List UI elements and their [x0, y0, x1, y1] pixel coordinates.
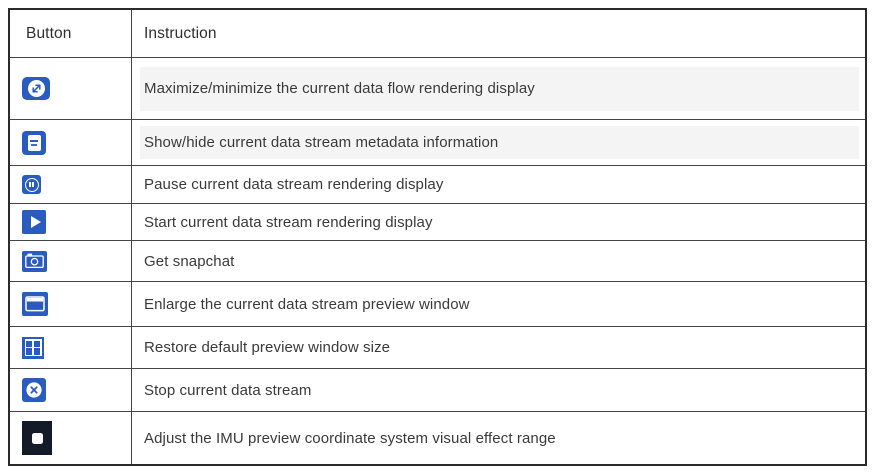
instruction-text: Start current data stream rendering disp…	[144, 213, 433, 231]
table-row: Start current data stream rendering disp…	[10, 204, 865, 241]
table-row: Restore default preview window size	[10, 327, 865, 369]
table-row: Adjust the IMU preview coordinate system…	[10, 412, 865, 464]
instruction-text: Restore default preview window size	[144, 339, 391, 356]
grid-icon	[22, 336, 44, 359]
expand-icon-circle	[27, 80, 45, 97]
pause-icon-ring	[24, 177, 39, 192]
instruction-cell: Pause current data stream rendering disp…	[132, 166, 865, 203]
expand-icon	[22, 77, 50, 100]
button-cell	[10, 369, 132, 411]
imu-range-icon	[22, 421, 52, 455]
instruction-cell: Enlarge the current data stream preview …	[132, 282, 865, 326]
instruction-cell: Show/hide current data stream metadata i…	[132, 120, 865, 165]
button-cell	[10, 282, 132, 326]
highlight-band: Maximize/minimize the current data flow …	[140, 66, 859, 111]
pause-icon	[22, 175, 41, 194]
stop-icon	[22, 378, 46, 402]
header-cell-instruction: Instruction	[132, 10, 865, 57]
table-row: Pause current data stream rendering disp…	[10, 166, 865, 204]
header-cell-button: Button	[10, 10, 132, 57]
instruction-text: Enlarge the current data stream preview …	[144, 295, 470, 313]
instruction-text: Adjust the IMU preview coordinate system…	[144, 429, 556, 447]
instruction-text: Stop current data stream	[144, 381, 312, 399]
instruction-cell: Stop current data stream	[132, 369, 865, 411]
button-cell	[10, 327, 132, 368]
instruction-cell: Maximize/minimize the current data flow …	[132, 58, 865, 119]
instruction-cell: Restore default preview window size	[132, 327, 865, 368]
instruction-text: Pause current data stream rendering disp…	[144, 176, 444, 193]
instruction-text: Show/hide current data stream metadata i…	[144, 134, 499, 151]
table-row: Stop current data stream	[10, 369, 865, 412]
imu-slider-knob	[32, 432, 43, 444]
camera-icon	[22, 250, 47, 272]
button-cell	[10, 204, 132, 240]
instruction-cell: Get snapchat	[132, 241, 865, 281]
table-row: Show/hide current data stream metadata i…	[10, 120, 865, 166]
grid-icon-frame	[24, 339, 42, 356]
instruction-cell: Start current data stream rendering disp…	[132, 204, 865, 240]
button-cell	[10, 166, 132, 203]
table-row: Get snapchat	[10, 241, 865, 282]
instruction-text: Maximize/minimize the current data flow …	[144, 80, 535, 97]
column-header-instruction: Instruction	[144, 24, 217, 42]
button-cell	[10, 58, 132, 119]
table-row: Enlarge the current data stream preview …	[10, 282, 865, 327]
table-header-row: Button Instruction	[10, 10, 865, 58]
play-icon	[22, 210, 46, 234]
instruction-text: Get snapchat	[144, 252, 235, 270]
highlight-band: Show/hide current data stream metadata i…	[140, 126, 859, 159]
play-icon-triangle	[30, 216, 41, 228]
button-cell	[10, 241, 132, 281]
button-cell	[10, 120, 132, 165]
enlarge-window-icon	[22, 292, 48, 316]
button-cell	[10, 412, 132, 464]
metadata-icon-document	[27, 134, 41, 151]
button-instruction-table: Button Instruction Maximize/minimize the…	[8, 8, 867, 466]
metadata-icon	[22, 130, 46, 155]
table-row: Maximize/minimize the current data flow …	[10, 58, 865, 120]
column-header-button: Button	[26, 24, 72, 42]
instruction-cell: Adjust the IMU preview coordinate system…	[132, 412, 865, 464]
